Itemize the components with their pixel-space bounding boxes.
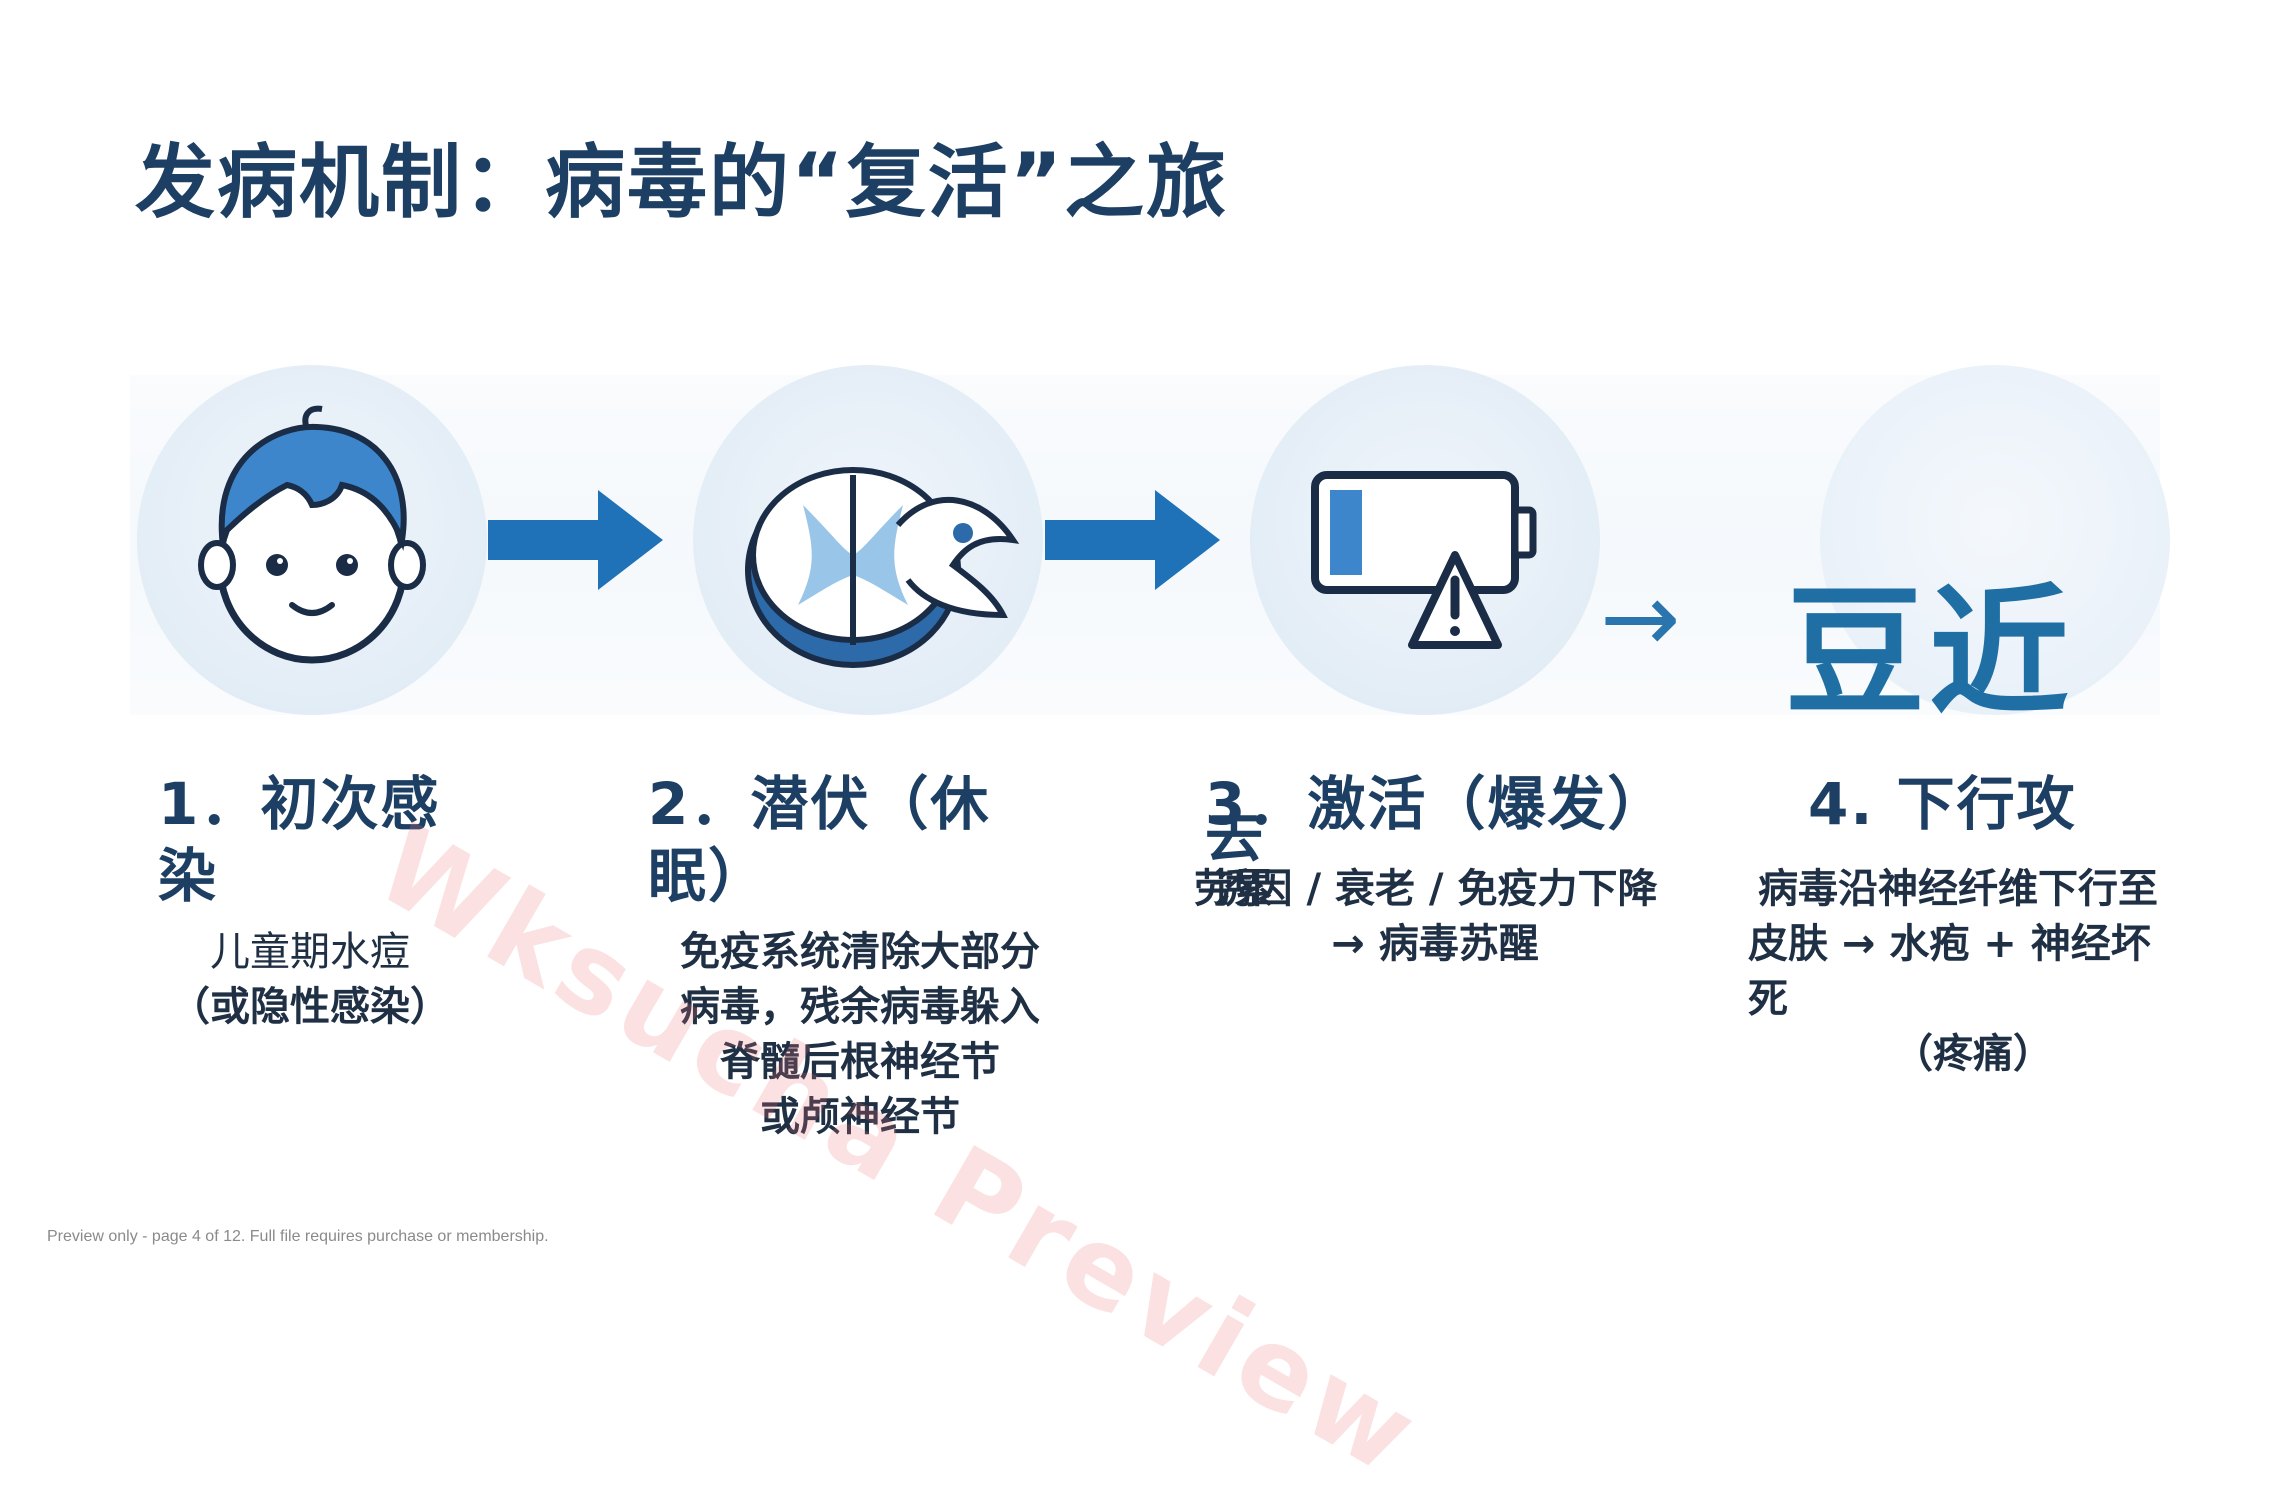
step1-heading: 1．初次感 染 (158, 770, 441, 910)
step2-circle (693, 365, 1043, 715)
step3-heading: 3．激活（爆发） 去 (1205, 770, 1668, 870)
step4-body: 病毒沿神经纤维下行至 皮肤 → 水疱 + 神经坏 死 （疼痛） (1748, 866, 2158, 1077)
low-battery-warning-icon (1311, 471, 1537, 649)
footer-notice: Preview only - page 4 of 12. Full file r… (47, 1228, 549, 1245)
spinal-cord-icon (745, 467, 1020, 668)
slide: 发病机制：病毒的“复活”之旅 (47, 136, 2170, 1501)
page-title: 发病机制：病毒的“复活”之旅 (135, 136, 1229, 229)
step4-glyph: 豆近 (1785, 572, 2074, 735)
step2-heading: 2．潜伏（休 眠） (648, 770, 991, 910)
child-face-icon (198, 405, 426, 664)
arrow-icon (1045, 490, 1220, 590)
step1-body: 儿童期水痘 （或隐性感染） (170, 929, 450, 1030)
step3-circle (1250, 365, 1600, 715)
step4-heading: 4. 下行攻 (1808, 770, 2077, 838)
step1-circle (137, 365, 487, 715)
thin-arrow-icon: → (1600, 562, 1681, 674)
step2-body: 免疫系统清除大部分 病毒，残余病毒躲入 脊髓后根神经节 或颅神经节 (680, 929, 1040, 1140)
arrow-icon (488, 490, 663, 590)
step4-circle (1820, 365, 2170, 715)
step3-body: 诱因 / 衰老 / 免疫力下降 劳累 → 病毒苏醒 (1194, 866, 1658, 967)
